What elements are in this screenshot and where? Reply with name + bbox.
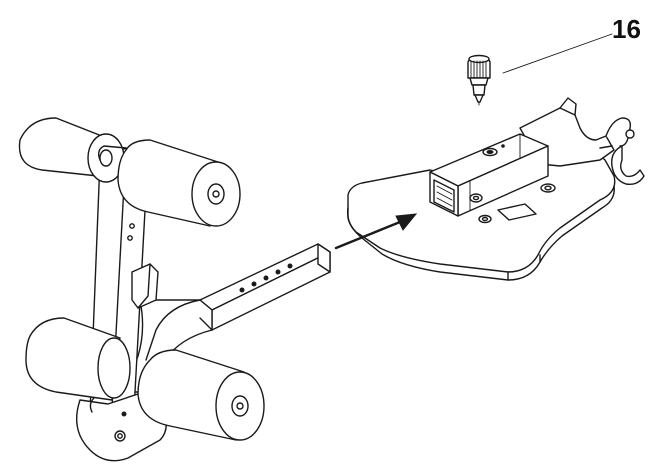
- receiving-tube: [429, 133, 549, 217]
- upper-rear-foam-roller: [18, 117, 125, 183]
- upright-axle-caps: [89, 145, 127, 413]
- bench-base-plate: [346, 148, 616, 281]
- insertion-arrow: [334, 213, 418, 250]
- pop-pin-knob: [467, 54, 491, 106]
- upper-front-foam-roller: [117, 139, 241, 227]
- lower-rear-foam-roller: [25, 317, 131, 401]
- leg-attachment-insert-tube: [199, 243, 331, 331]
- lower-front-foam-roller: [137, 349, 265, 441]
- part-number-label: 16: [612, 14, 641, 44]
- callout-leader-line: [502, 33, 613, 74]
